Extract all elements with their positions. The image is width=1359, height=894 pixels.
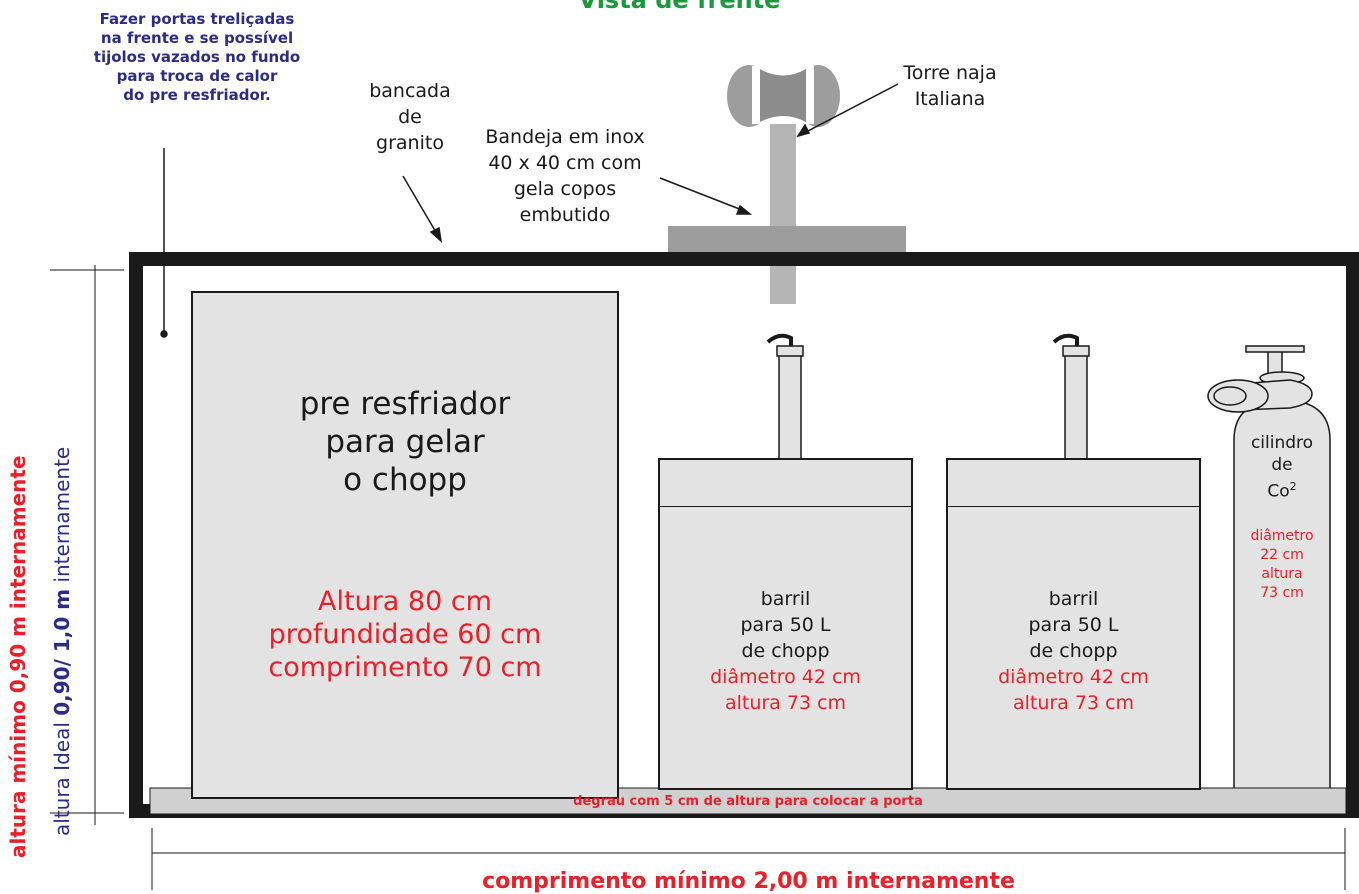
formula-sup: 2	[1289, 480, 1297, 493]
name-line: barril	[760, 588, 811, 610]
note-line: para troca de calor	[116, 67, 278, 85]
spec-line: diâmetro 42 cm	[998, 666, 1149, 688]
spec-line: profundidade 60 cm	[268, 619, 542, 650]
cilindro-drawing	[1207, 345, 1331, 793]
name-line: barril	[1048, 588, 1099, 610]
callout-torre: Torre naja Italiana	[890, 60, 1010, 112]
dimension-lines	[50, 265, 1346, 890]
note-text: Fazer portas treliçadas na frente e se p…	[52, 10, 342, 105]
spec-line: 22 cm	[1260, 547, 1304, 563]
name-line: cilindro	[1250, 433, 1314, 453]
spec-line: diâmetro	[1250, 528, 1314, 544]
cilindro-specs: diâmetro 22 cm altura 73 cm	[1234, 527, 1330, 603]
name-line: de chopp	[741, 640, 830, 662]
barril-2-name: barril para 50 L de chopp	[948, 586, 1199, 664]
cilindro-formula: Co2	[1234, 476, 1330, 503]
torre-naja-drawing	[727, 65, 840, 304]
note-line: na frente e se possível	[100, 29, 294, 47]
spec-line: 73 cm	[1260, 585, 1304, 601]
callout-arrows	[160, 83, 899, 338]
callout-line: de	[398, 106, 422, 128]
barril-lid-line	[948, 506, 1199, 507]
spec-line: diâmetro 42 cm	[710, 666, 861, 688]
barril-1-name: barril para 50 L de chopp	[660, 586, 911, 664]
height-ideal-value: 0,90/ 1,0 m	[50, 588, 74, 716]
barril-coupler-1	[766, 333, 804, 461]
note-line: do pre resfriador.	[123, 86, 271, 104]
barril-1-specs: diâmetro 42 cm altura 73 cm	[660, 664, 911, 716]
height-min-value: 0,90 m	[6, 616, 30, 694]
callout-line: 40 x 40 cm com	[488, 152, 642, 174]
barril-1-box: barril para 50 L de chopp diâmetro 42 cm…	[658, 458, 913, 790]
pre-resfriador-box: pre resfriador para gelar o chopp Altura…	[191, 291, 619, 799]
height-min-suffix: internamente	[6, 455, 30, 617]
callout-line: embutido	[519, 204, 611, 226]
height-min-label: altura mínimo 0,90 m internamente	[6, 455, 30, 858]
degrau-label: degrau com 5 cm de altura para colocar a…	[573, 794, 923, 809]
cilindro-name: cilindro de Co2	[1234, 432, 1330, 503]
callout-bancada: bancada de granito	[350, 78, 470, 156]
spec-line: altura	[1261, 566, 1303, 582]
name-line: para 50 L	[740, 614, 831, 636]
barril-2-box: barril para 50 L de chopp diâmetro 42 cm…	[946, 458, 1201, 790]
name-line: para gelar	[325, 424, 485, 460]
callout-bandeja: Bandeja em inox 40 x 40 cm com gela copo…	[460, 124, 670, 228]
pre-resfriador-specs: Altura 80 cm profundidade 60 cm comprime…	[193, 585, 617, 684]
spec-line: comprimento 70 cm	[268, 652, 542, 683]
width-dimension-label: comprimento mínimo 2,00 m internamente	[482, 869, 1015, 894]
spec-line: altura 73 cm	[724, 692, 847, 714]
bandeja-drawing	[668, 226, 906, 254]
height-ideal-suffix: internamente	[50, 446, 74, 589]
note-line: Fazer portas treliçadas	[99, 10, 295, 28]
height-ideal-label: altura Ideal 0,90/ 1,0 m internamente	[50, 447, 74, 836]
callout-line: Bandeja em inox	[485, 126, 645, 148]
name-line: para 50 L	[1028, 614, 1119, 636]
spec-line: Altura 80 cm	[318, 586, 492, 617]
barril-lid-line	[660, 506, 911, 507]
callout-line: bancada	[369, 80, 451, 102]
name-line: pre resfriador	[299, 386, 511, 422]
callout-line: gela copos	[513, 178, 617, 200]
height-min-prefix: altura mínimo	[6, 693, 30, 858]
callout-line: Torre naja	[903, 62, 997, 84]
name-line: o chopp	[343, 462, 467, 498]
note-line: tijolos vazados no fundo	[93, 48, 301, 66]
name-line: de chopp	[1029, 640, 1118, 662]
formula-base: Co	[1267, 481, 1290, 502]
callout-line: granito	[376, 132, 444, 154]
diagram-title: Vista de frente	[578, 0, 781, 14]
pre-resfriador-name: pre resfriador para gelar o chopp	[193, 385, 617, 499]
name-line: de	[1271, 455, 1293, 475]
barril-2-specs: diâmetro 42 cm altura 73 cm	[948, 664, 1199, 716]
height-ideal-prefix: altura Ideal	[50, 715, 74, 836]
barril-coupler-2	[1052, 333, 1090, 461]
spec-line: altura 73 cm	[1012, 692, 1135, 714]
callout-line: Italiana	[914, 88, 986, 110]
